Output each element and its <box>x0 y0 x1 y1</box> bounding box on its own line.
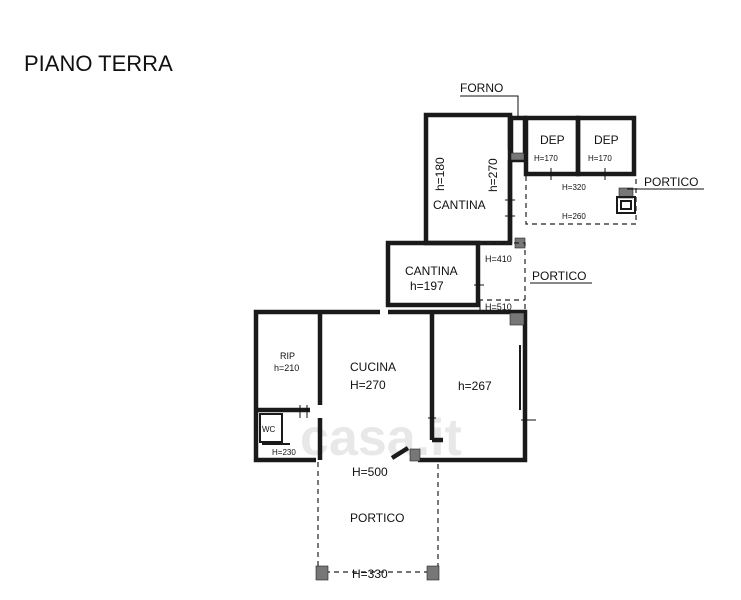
wc-label: WC <box>262 425 276 434</box>
room-h267-label: h=267 <box>458 379 492 393</box>
dep-right-label: DEP <box>594 133 619 147</box>
portico-bottom-label: PORTICO <box>350 511 404 525</box>
cantina-lower-label: CANTINA <box>405 264 458 278</box>
page-title: PIANO TERRA <box>24 51 173 76</box>
portico-top-label: PORTICO <box>644 175 698 189</box>
cucina-label: CUCINA <box>350 360 396 374</box>
dep-left-label: DEP <box>540 133 565 147</box>
h410-label: H=410 <box>485 254 512 264</box>
cantina-upper-label: CANTINA <box>433 198 486 212</box>
forno-chamber <box>508 115 528 163</box>
h260-label: H=260 <box>562 212 586 221</box>
h500-label: H=500 <box>352 465 388 479</box>
rip-height: h=210 <box>274 363 299 373</box>
dep-left-height: H=170 <box>534 154 558 163</box>
portico-top-outline <box>525 176 637 225</box>
forno-leader <box>460 95 519 118</box>
cantina-upper-h270: h=270 <box>486 158 500 192</box>
portico-mid-label: PORTICO <box>532 269 586 283</box>
portico-mid-outline <box>478 242 526 318</box>
portico-top-posts <box>514 187 636 249</box>
cantina-lower-height: h=197 <box>410 279 444 293</box>
portico-bottom-outline <box>315 462 440 581</box>
main-block-walls <box>253 309 536 463</box>
forno-label: FORNO <box>460 81 503 95</box>
dep-blocks-walls <box>523 115 637 180</box>
h320-label: H=320 <box>562 183 586 192</box>
dep-right-height: H=170 <box>588 154 612 163</box>
wc-height: H=230 <box>272 448 296 457</box>
h330-label: H=330 <box>352 567 388 581</box>
rip-label: RIP <box>280 351 295 361</box>
cucina-height: H=270 <box>350 378 386 392</box>
lower-cantina-walls <box>385 240 484 308</box>
cantina-upper-h180: h=180 <box>433 157 447 191</box>
h510-label: H=510 <box>485 302 512 312</box>
